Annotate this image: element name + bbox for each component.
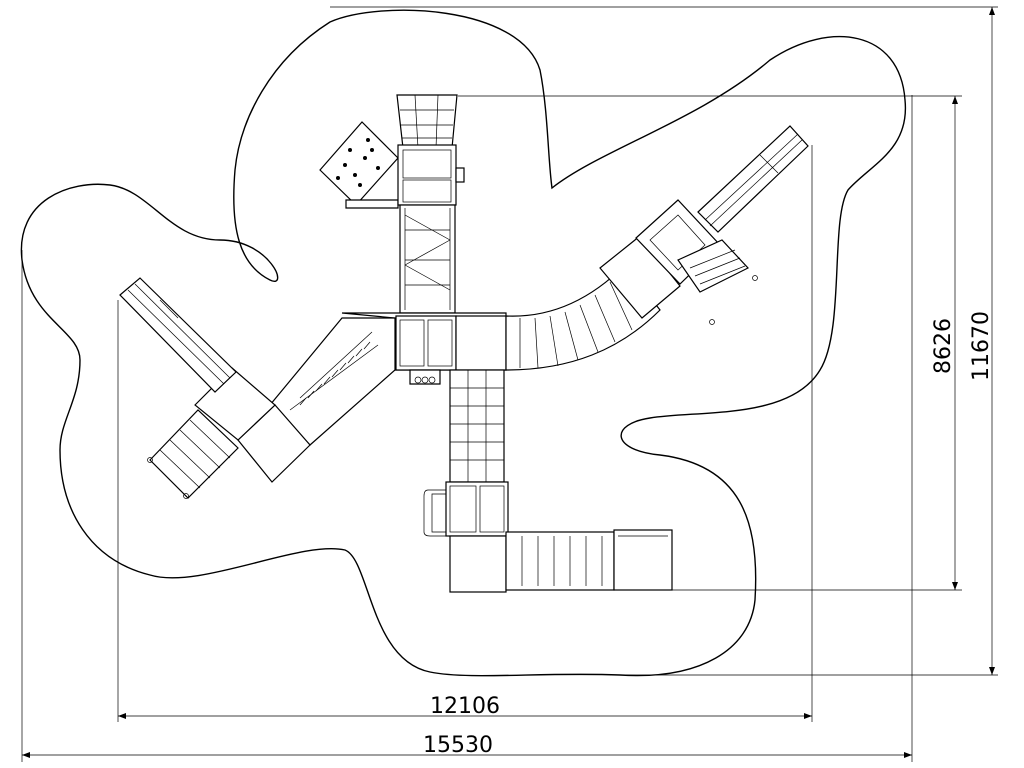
central-deck bbox=[341, 312, 507, 385]
bottom-tower bbox=[423, 481, 509, 593]
left-slide bbox=[119, 277, 237, 393]
left-stairs bbox=[147, 409, 239, 499]
left-bridge bbox=[269, 317, 396, 446]
right-slide bbox=[697, 125, 809, 233]
bottom-stairs bbox=[505, 529, 673, 591]
top-ladder bbox=[396, 94, 458, 149]
dimension-outer-height: 11670 bbox=[330, 6, 998, 676]
net-bridge bbox=[449, 369, 505, 483]
safety-zone-outline bbox=[20, 9, 907, 677]
right-tower bbox=[599, 199, 758, 325]
dimension-outer-width: 15530 bbox=[21, 95, 913, 762]
climbing-wall bbox=[319, 121, 399, 209]
top-tower bbox=[397, 144, 465, 314]
dimension-label-11670: 11670 bbox=[969, 311, 994, 381]
dimension-label-12106: 12106 bbox=[430, 694, 500, 719]
play-structure bbox=[119, 94, 809, 593]
dimension-inner-width: 12106 bbox=[117, 145, 813, 722]
dimension-label-8626: 8626 bbox=[931, 318, 956, 374]
dimension-inner-height: 8626 bbox=[458, 95, 962, 591]
dimension-label-15530: 15530 bbox=[423, 733, 493, 758]
